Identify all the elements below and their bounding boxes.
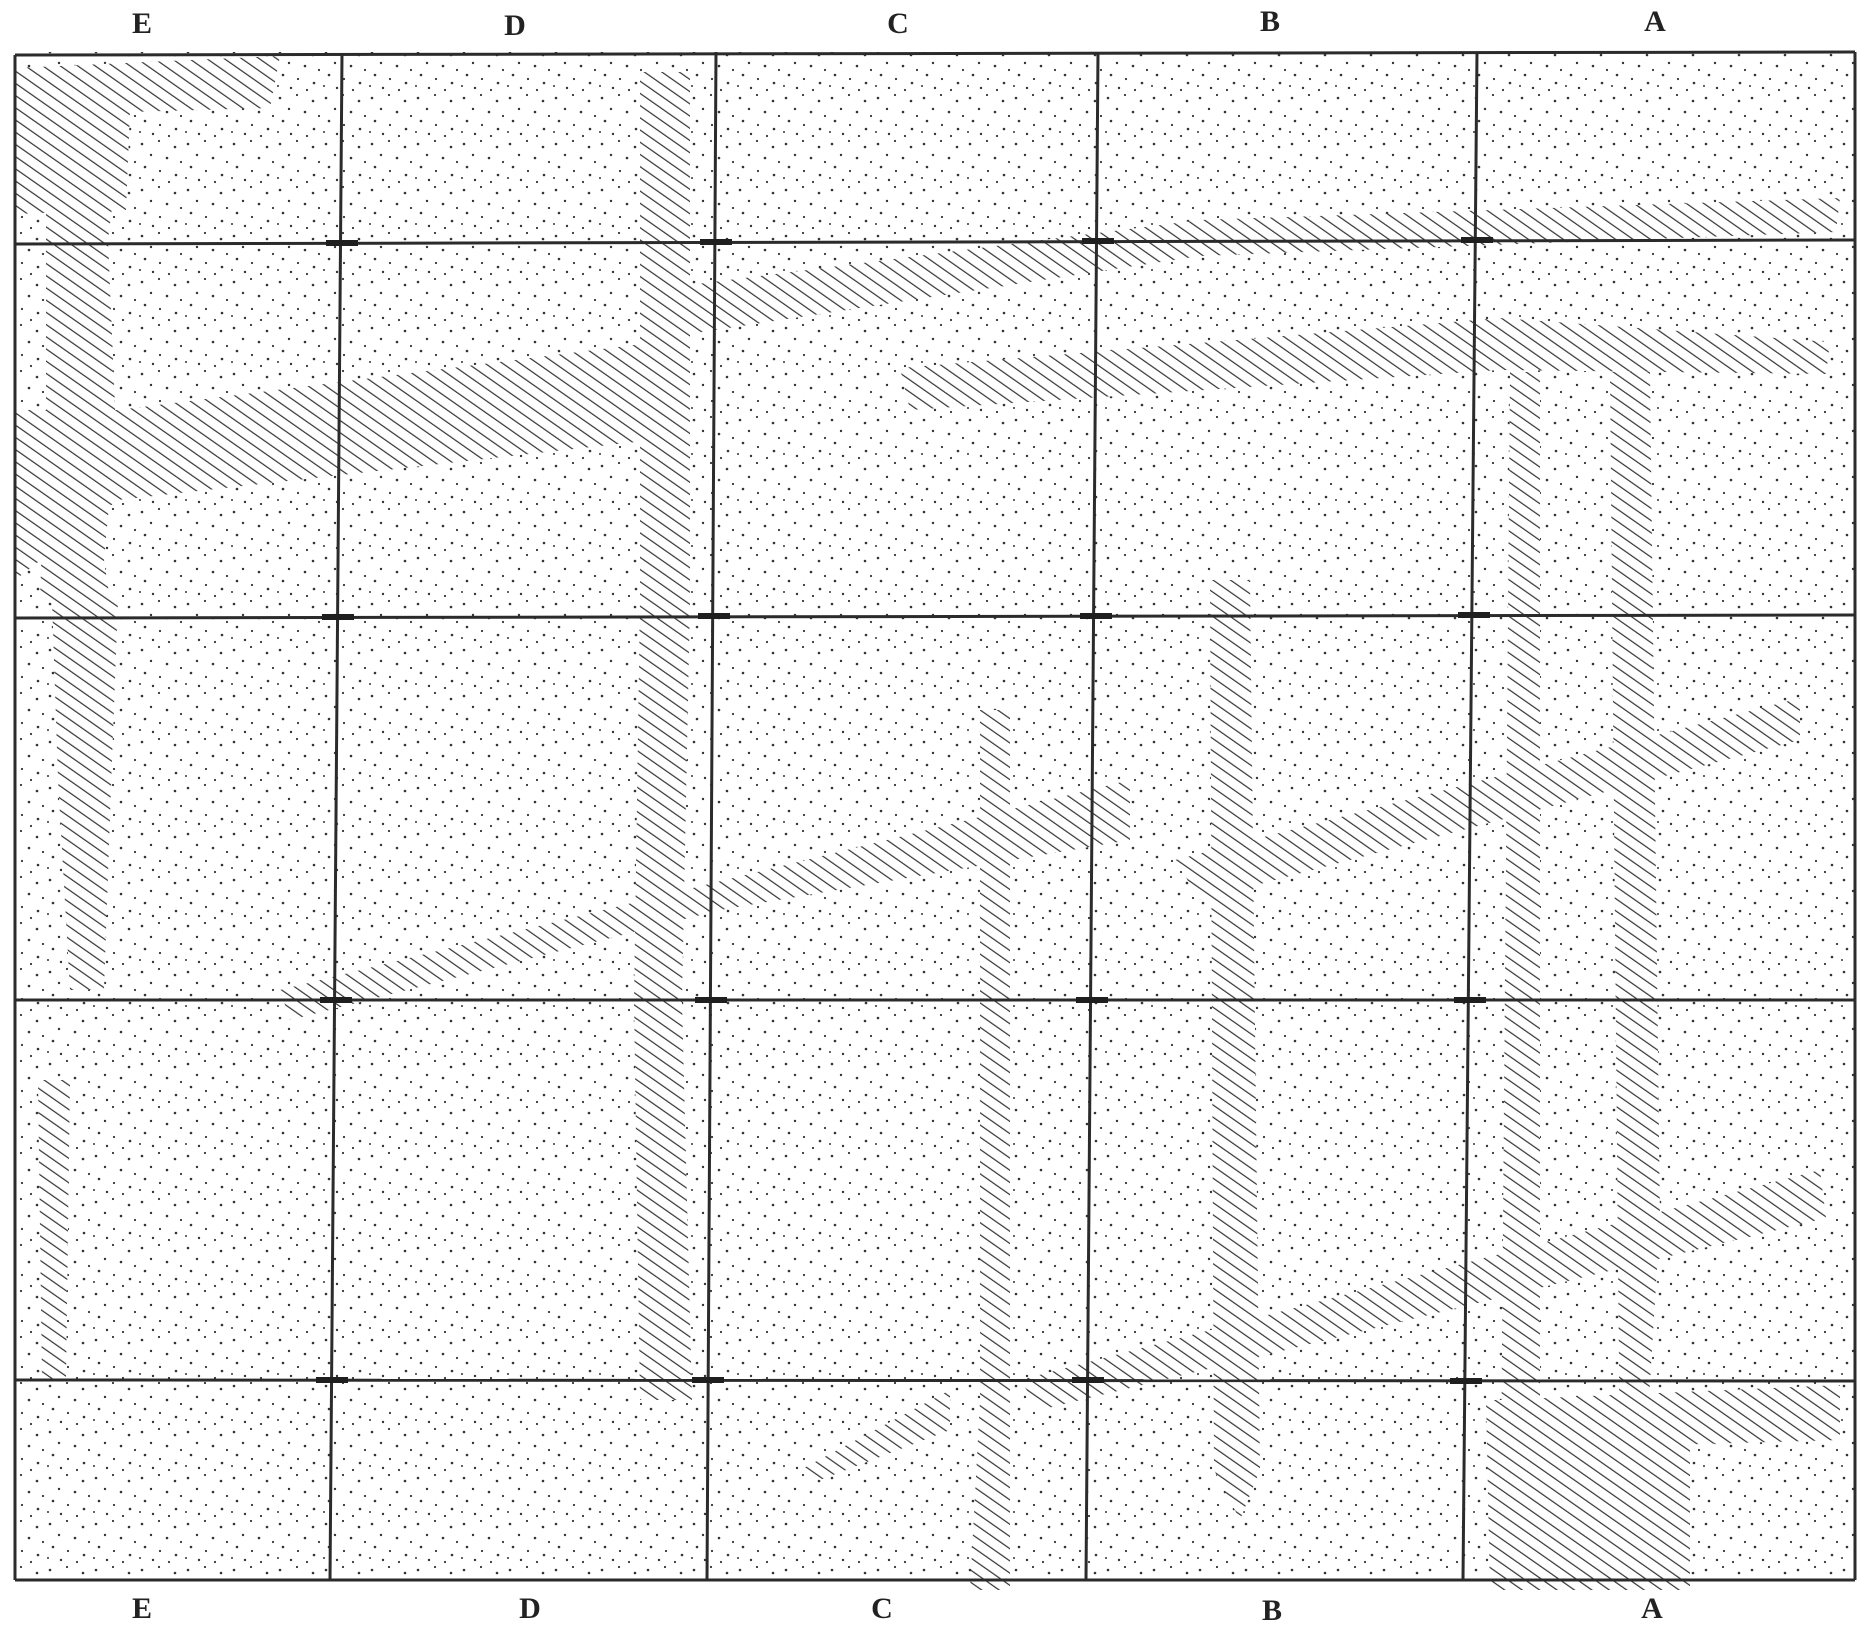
column-label-bottom-c: C (871, 1592, 893, 1625)
wall-hatching (15, 56, 1840, 1590)
column-labels-top: E D C B A (132, 5, 1666, 42)
column-label-bottom-b: B (1262, 1594, 1282, 1627)
column-label-top-a: A (1644, 5, 1666, 38)
column-label-bottom-a: A (1641, 1592, 1663, 1625)
column-label-bottom-e: E (132, 1592, 152, 1625)
column-labels-bottom: E D C B A (132, 1592, 1663, 1627)
column-label-top-c: C (887, 7, 909, 40)
grid-lines (13, 50, 1857, 1582)
plan-background (15, 52, 1855, 1580)
column-label-top-d: D (504, 9, 526, 42)
column-label-bottom-d: D (519, 1592, 541, 1625)
column-label-top-e: E (132, 7, 152, 40)
grid-intersection-markers (316, 237, 1493, 1384)
column-label-top-b: B (1260, 5, 1280, 38)
